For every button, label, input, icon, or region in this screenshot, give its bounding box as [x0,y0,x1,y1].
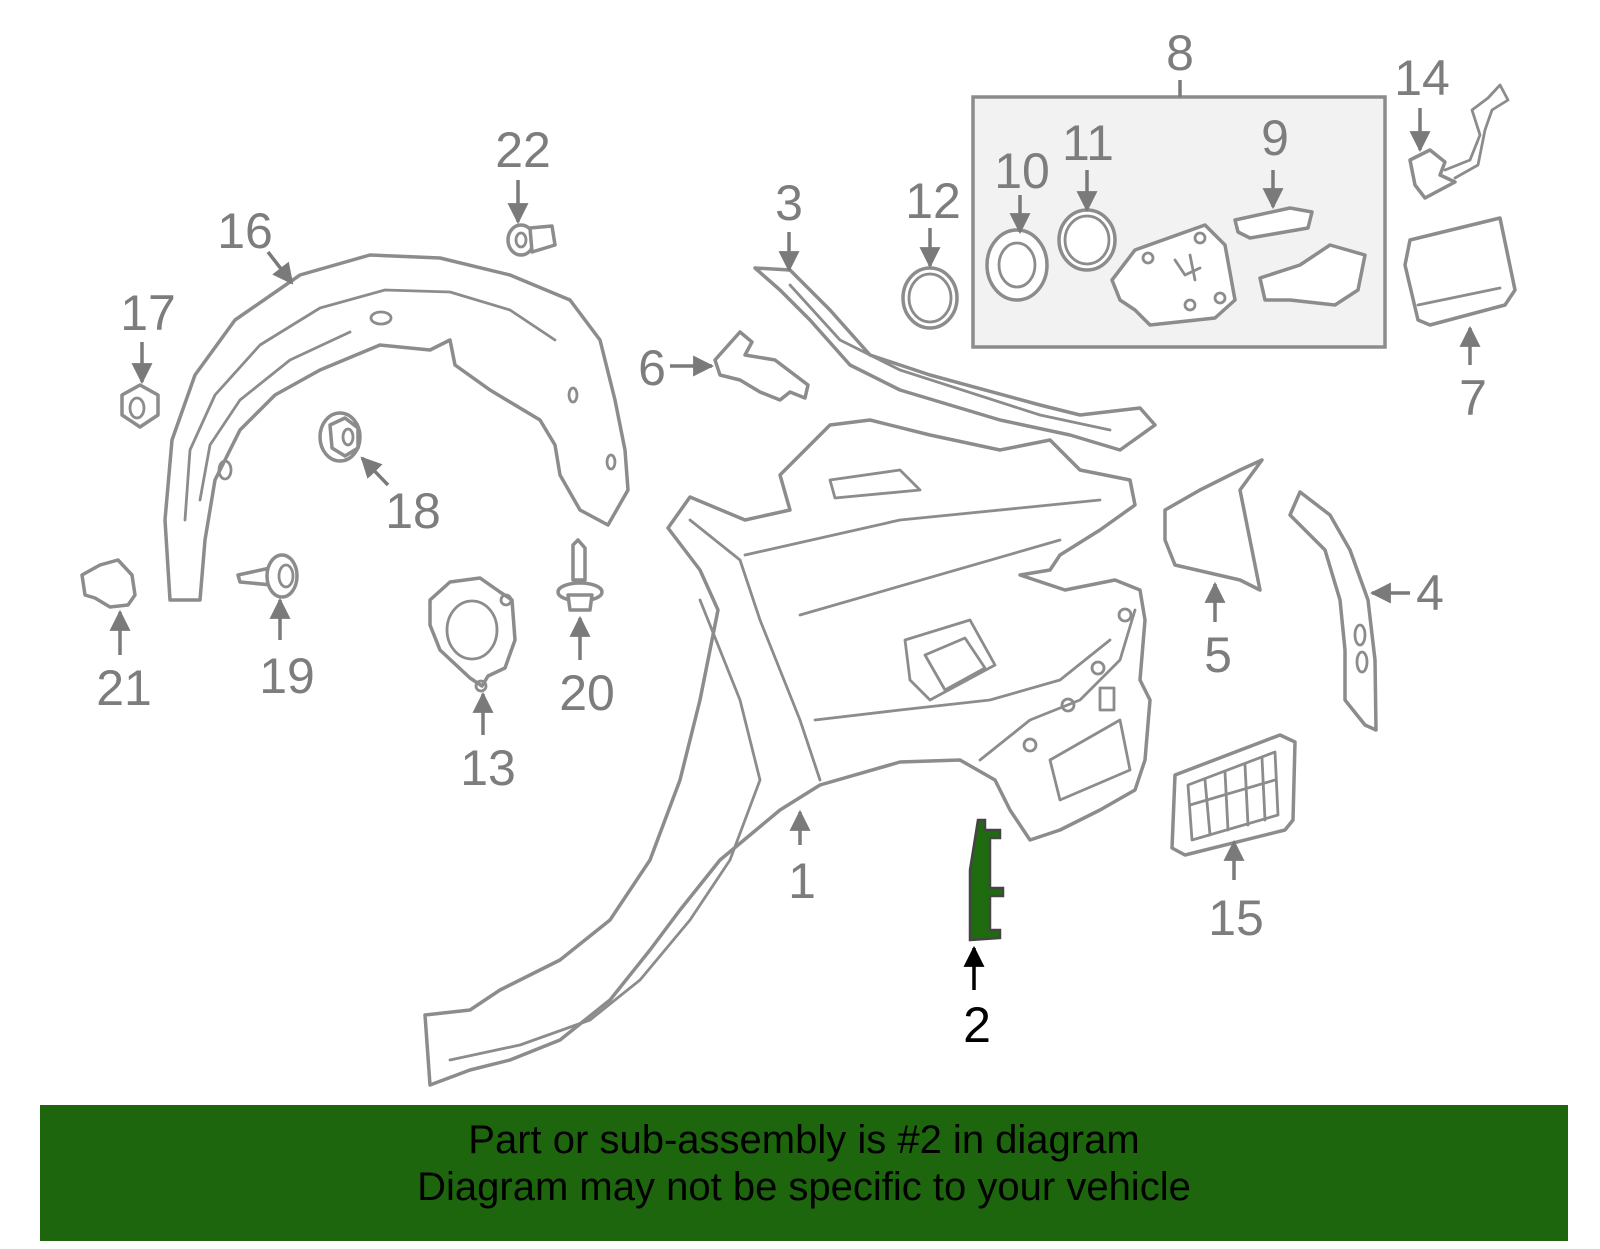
callout-18[interactable]: 18 [385,483,441,539]
leader-18 [360,456,390,487]
clip-part-21[interactable] [80,558,137,609]
banner-line-1: Part or sub-assembly is #2 in diagram [468,1118,1140,1162]
leader-16 [266,250,294,285]
fuel-door-part-7[interactable] [1403,216,1517,327]
banner-line-2: Diagram may not be specific to your vehi… [417,1165,1191,1209]
callout-16[interactable]: 16 [217,203,273,259]
push-clip-part-22[interactable] [506,223,557,257]
callout-19[interactable]: 19 [259,648,315,704]
fuel-housing-assembly-box-part-8[interactable] [971,95,1387,349]
callout-9[interactable]: 9 [1261,110,1289,166]
quarter-panel-part-1[interactable] [423,418,1152,1087]
panel-part-5[interactable] [1163,458,1264,592]
callout-1[interactable]: 1 [788,853,816,909]
upper-brace-part-3[interactable] [753,266,1157,452]
callout-17[interactable]: 17 [120,285,176,341]
callout-2[interactable]: 2 [963,997,991,1053]
actuator-part-14[interactable] [1408,83,1510,200]
callout-5[interactable]: 5 [1204,627,1232,683]
bracket-part-6[interactable] [713,330,810,402]
callout-14[interactable]: 14 [1394,50,1450,106]
screw-part-19[interactable] [236,553,299,599]
info-banner: Part or sub-assembly is #2 in diagram Di… [40,1105,1568,1241]
callout-10[interactable]: 10 [994,143,1050,199]
nut-part-17[interactable] [120,383,160,429]
callout-3[interactable]: 3 [775,175,803,231]
callout-22[interactable]: 22 [495,122,551,178]
vent-grille-part-15[interactable] [1170,733,1297,857]
callout-21[interactable]: 21 [96,660,152,716]
callout-8[interactable]: 8 [1166,25,1194,81]
callout-15[interactable]: 15 [1208,890,1264,946]
seal-ring-part-12[interactable] [901,266,959,330]
fender-liner-part-16[interactable] [163,253,630,602]
callout-7[interactable]: 7 [1459,370,1487,426]
bracket-part-2-highlighted[interactable] [968,818,1005,942]
callout-11[interactable]: 11 [1062,115,1114,171]
brace-part-4[interactable] [1288,490,1378,732]
callout-20[interactable]: 20 [559,665,615,721]
flange-nut-part-18[interactable] [318,411,362,463]
mounting-plate-part-13[interactable] [428,576,517,693]
bolt-part-20[interactable] [556,538,604,612]
callout-13[interactable]: 13 [460,740,516,796]
callout-12[interactable]: 12 [905,173,961,229]
callout-6[interactable]: 6 [638,340,666,396]
callout-4[interactable]: 4 [1416,565,1444,621]
